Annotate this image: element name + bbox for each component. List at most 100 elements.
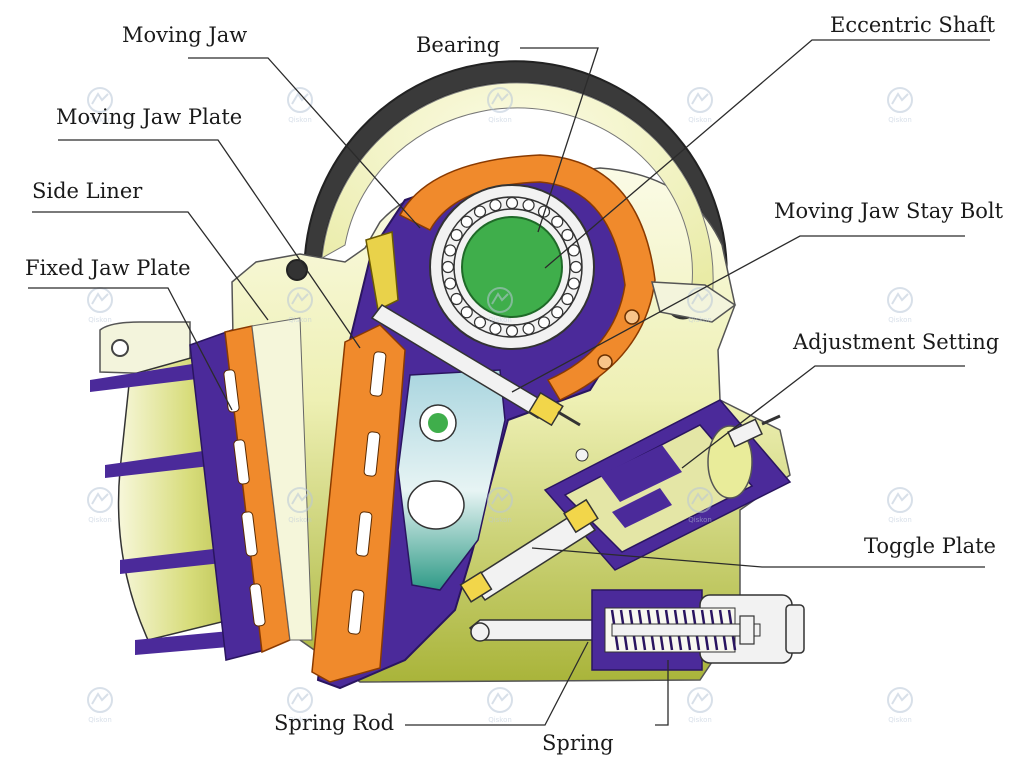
bearing-ball bbox=[561, 228, 574, 242]
label-spring-rod: Spring Rod bbox=[274, 711, 394, 735]
leader-spring bbox=[655, 660, 669, 726]
leader-eccentric-shaft bbox=[544, 39, 990, 269]
bearing-ball bbox=[551, 215, 564, 228]
watermark-text: Qiskon bbox=[888, 516, 912, 524]
watermark-text: Qiskon bbox=[488, 716, 512, 724]
arc-bolt-2 bbox=[597, 354, 613, 370]
label-side-liner: Side Liner bbox=[32, 179, 143, 203]
left-lug-hole bbox=[111, 339, 129, 357]
leader-bearing bbox=[520, 47, 599, 233]
bearing-ball bbox=[489, 322, 502, 335]
watermark-text: Qiskon bbox=[888, 716, 912, 724]
label-adjustment-setting: Adjustment Setting bbox=[792, 330, 999, 354]
leader-moving-jaw bbox=[188, 57, 421, 229]
moving-jaw-plate bbox=[311, 324, 406, 683]
watermark-logo: Qiskon bbox=[887, 287, 913, 324]
bearing-ball bbox=[537, 316, 551, 329]
leader-moving-jaw-plate bbox=[58, 139, 361, 349]
watermark-logo: Qiskon bbox=[287, 287, 313, 324]
label-moving-jaw-plate: Moving Jaw Plate bbox=[56, 105, 242, 129]
arc-bolt-1 bbox=[624, 309, 640, 325]
watermark-logo: Qiskon bbox=[487, 687, 513, 724]
eccentric-shaft bbox=[461, 216, 563, 318]
side-liner bbox=[251, 317, 313, 641]
watermark-text: Qiskon bbox=[88, 316, 112, 324]
bearing-ball bbox=[444, 277, 457, 290]
watermark-text: Qiskon bbox=[88, 716, 112, 724]
watermark-text: Qiskon bbox=[688, 316, 712, 324]
spring-rod bbox=[468, 619, 613, 642]
bearing-ball bbox=[460, 215, 473, 228]
watermark-logo: Qiskon bbox=[687, 287, 713, 324]
label-fixed-jaw-plate: Fixed Jaw Plate bbox=[25, 256, 191, 280]
bearing-ball bbox=[473, 316, 487, 329]
watermark-logo: Qiskon bbox=[287, 687, 313, 724]
bearing-ball bbox=[567, 277, 580, 290]
adjustment-setting bbox=[543, 399, 792, 571]
watermark-text: Qiskon bbox=[288, 316, 312, 324]
watermark-text: Qiskon bbox=[688, 716, 712, 724]
moving-jaw-clamp bbox=[365, 231, 399, 312]
bearing-ball bbox=[561, 292, 574, 306]
label-moving-jaw-stay-bolt: Moving Jaw Stay Bolt bbox=[774, 199, 1004, 223]
leader-spring-rod bbox=[405, 641, 589, 726]
watermark-logo: Qiskon bbox=[87, 287, 113, 324]
moving-jaw-arc bbox=[398, 154, 656, 401]
watermark-logo: Qiskon bbox=[887, 687, 913, 724]
pivot-hole bbox=[286, 259, 308, 281]
watermark-logo: Qiskon bbox=[687, 87, 713, 124]
watermark-logo: Qiskon bbox=[287, 87, 313, 124]
watermark-text: Qiskon bbox=[888, 116, 912, 124]
leader-adjustment-setting bbox=[681, 365, 965, 469]
leader-side-liner bbox=[32, 211, 269, 321]
label-bearing: Bearing bbox=[416, 33, 500, 57]
watermark-text: Qiskon bbox=[688, 516, 712, 524]
bearing-ball bbox=[522, 322, 535, 335]
fixed-jaw-plate-teeth bbox=[223, 369, 266, 627]
watermark-logo: Qiskon bbox=[487, 87, 513, 124]
stay-bolt bbox=[370, 304, 581, 427]
watermark-logo: Qiskon bbox=[487, 287, 513, 324]
label-moving-jaw: Moving Jaw bbox=[122, 23, 247, 47]
toggle-plate bbox=[459, 498, 599, 603]
bearing-ball bbox=[505, 324, 519, 338]
left-lug bbox=[99, 321, 191, 376]
bearing-ball bbox=[569, 260, 583, 274]
jaw-web-hole bbox=[407, 480, 465, 530]
leader-stay-bolt bbox=[511, 235, 965, 393]
bearing-ball bbox=[551, 306, 564, 319]
watermark-text: Qiskon bbox=[288, 716, 312, 724]
moving-jaw-plate-teeth bbox=[347, 351, 387, 635]
bearing-ball bbox=[460, 306, 473, 319]
bearing-ball bbox=[522, 199, 535, 212]
watermark-logo: Qiskon bbox=[687, 487, 713, 524]
watermark-text: Qiskon bbox=[488, 516, 512, 524]
watermark-text: Qiskon bbox=[288, 116, 312, 124]
watermark-text: Qiskon bbox=[888, 316, 912, 324]
spring-assembly bbox=[591, 589, 805, 671]
watermark-text: Qiskon bbox=[88, 516, 112, 524]
leader-toggle-plate bbox=[531, 547, 985, 568]
watermark-logo: Qiskon bbox=[687, 687, 713, 724]
label-eccentric-shaft: Eccentric Shaft bbox=[830, 13, 996, 37]
watermark-text: Qiskon bbox=[688, 116, 712, 124]
housing-ribs bbox=[90, 362, 240, 655]
watermark-text: Qiskon bbox=[88, 116, 112, 124]
watermark-logo: Qiskon bbox=[87, 87, 113, 124]
label-spring: Spring bbox=[542, 731, 614, 755]
labels: Moving Jaw Bearing Eccentric Shaft Movin… bbox=[25, 13, 1004, 755]
watermark-text: Qiskon bbox=[488, 116, 512, 124]
bearing-ball bbox=[473, 205, 487, 218]
bearing-ball bbox=[450, 292, 463, 306]
bearing-ball bbox=[441, 260, 455, 274]
watermark-text: Qiskon bbox=[288, 516, 312, 524]
watermark-logo: Qiskon bbox=[487, 487, 513, 524]
watermark-logo: Qiskon bbox=[87, 487, 113, 524]
watermark-logo: Qiskon bbox=[87, 687, 113, 724]
bearing-ball bbox=[444, 244, 457, 257]
leader-fixed-jaw-plate bbox=[28, 287, 233, 411]
watermark-logo: Qiskon bbox=[887, 487, 913, 524]
jaw-web-core-green bbox=[428, 413, 448, 433]
